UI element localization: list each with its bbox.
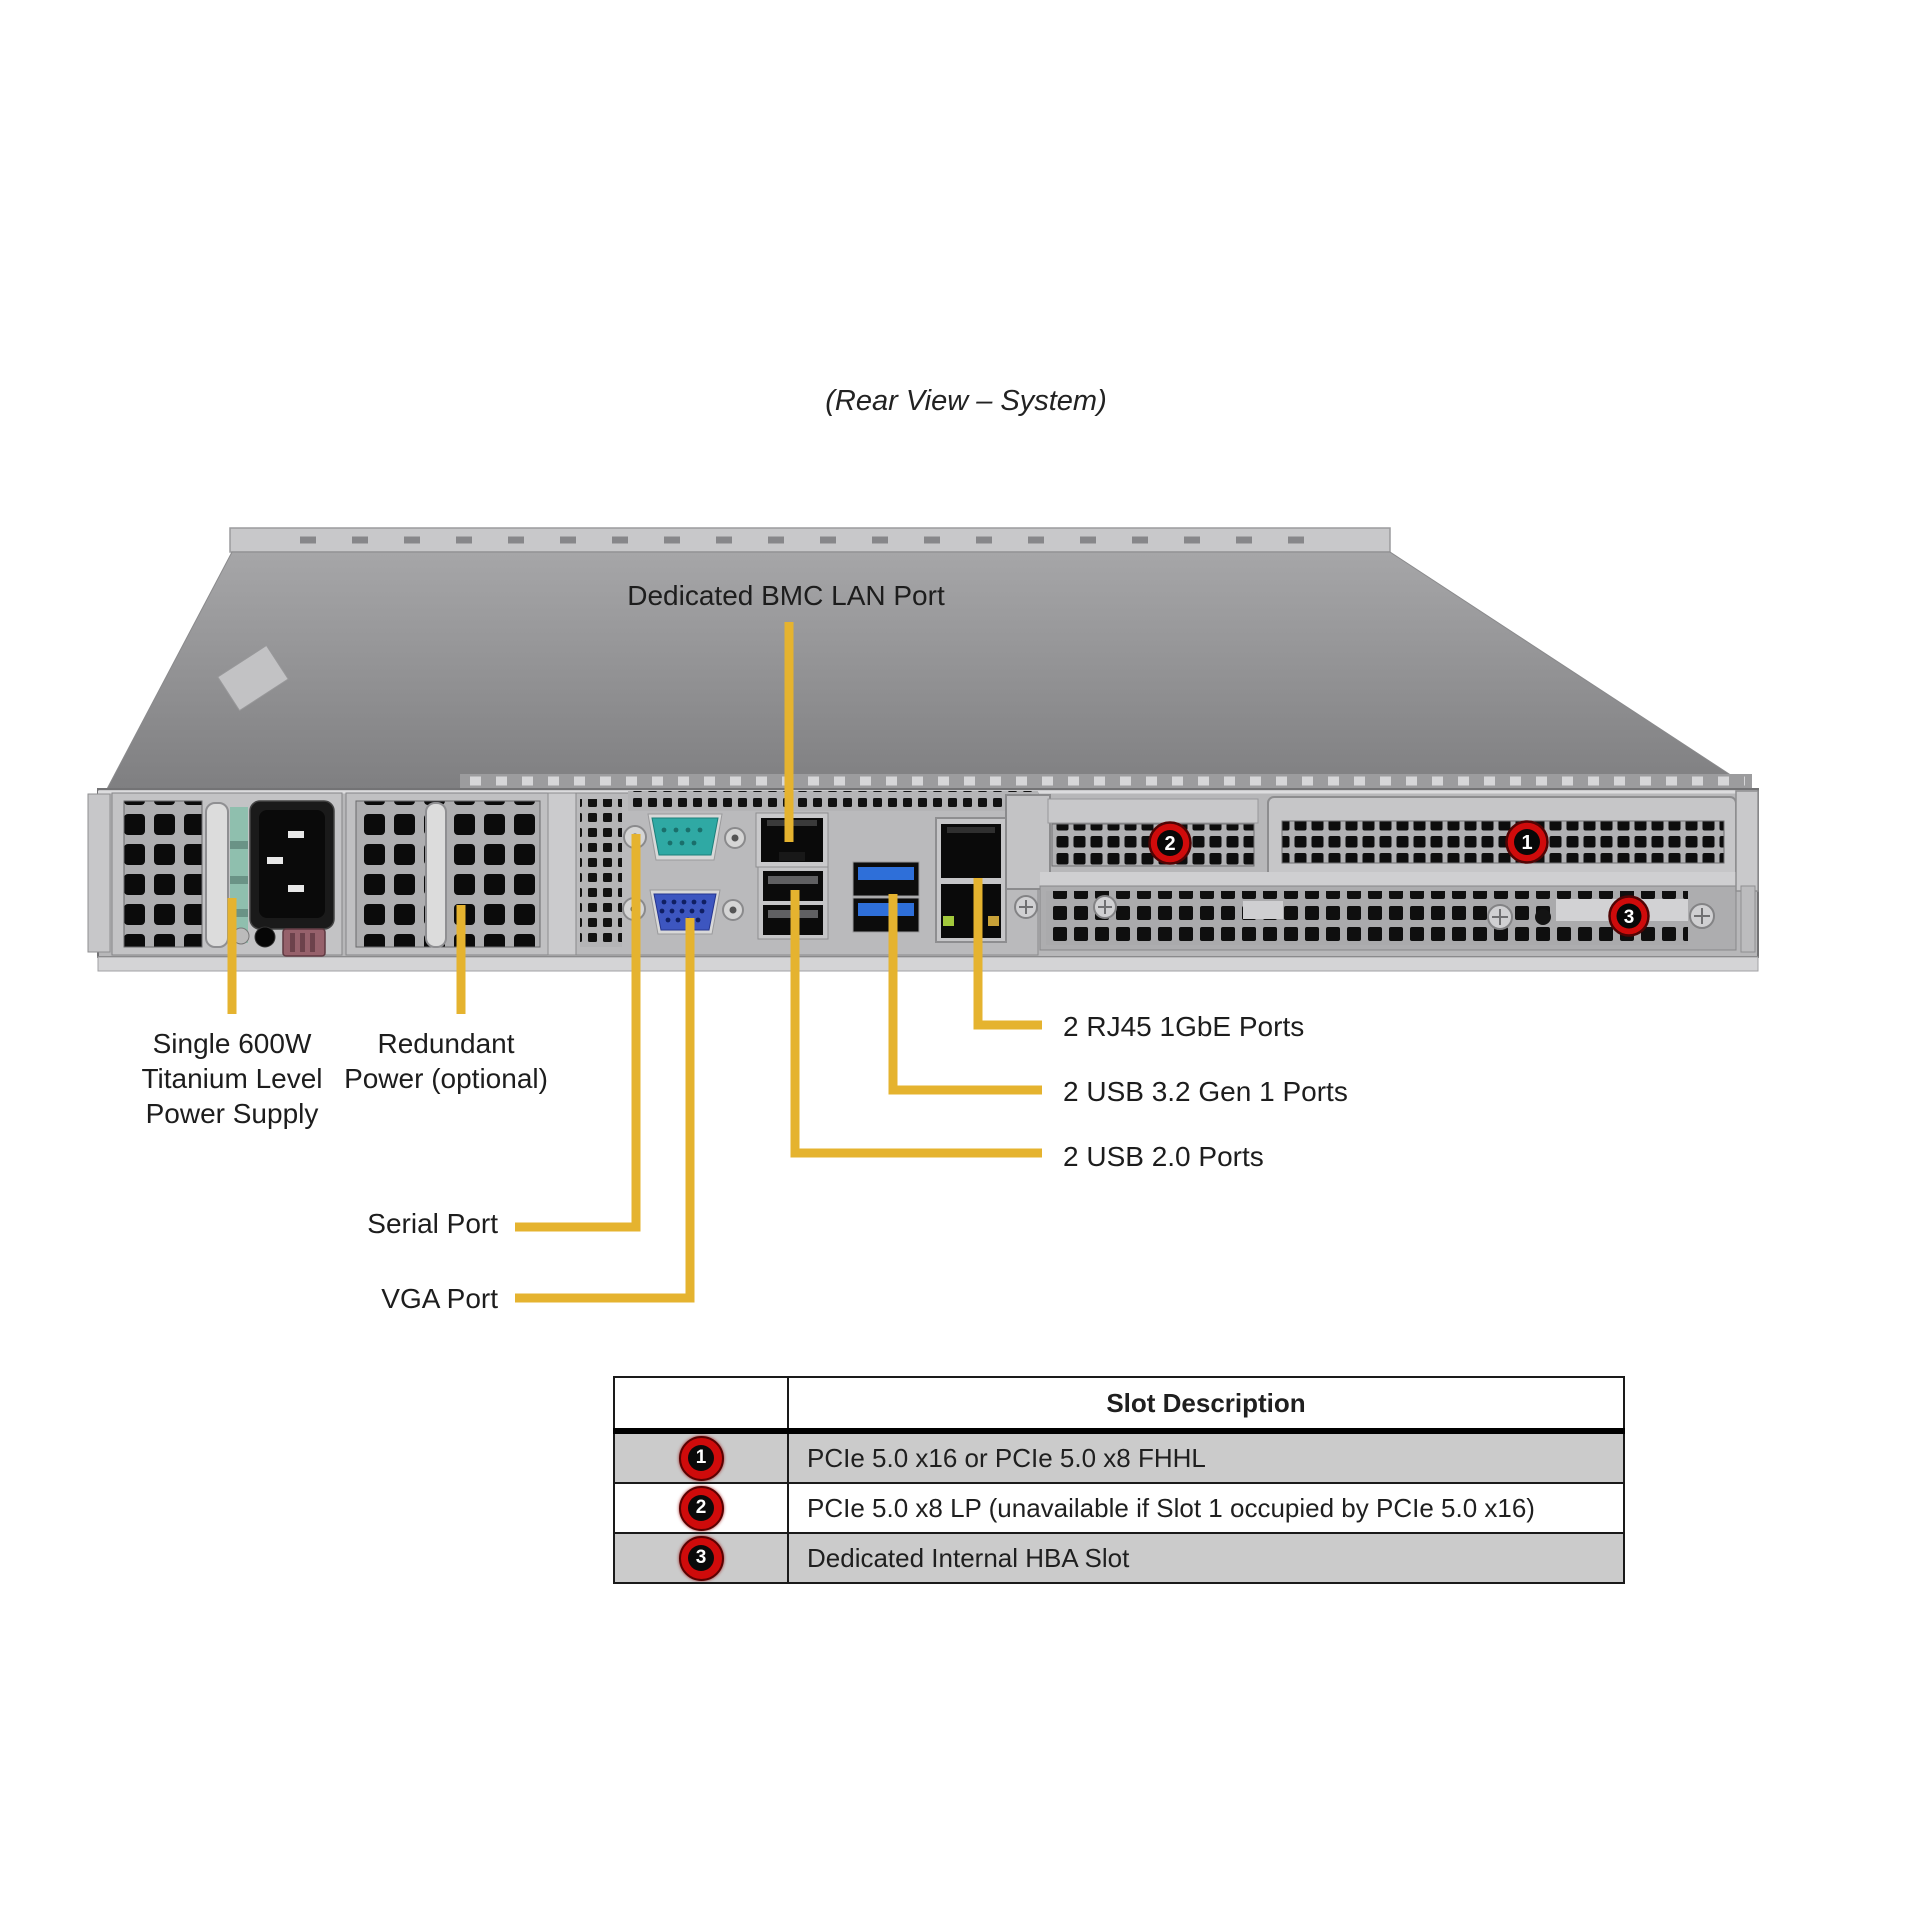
leader-vga [515, 918, 695, 1303]
redundant-bay-handle [425, 802, 447, 948]
table-row: 1 PCIe 5.0 x16 or PCIe 5.0 x8 FHHL [613, 1430, 1625, 1484]
leader-rj45 [973, 878, 1042, 1030]
serial-port [623, 813, 746, 861]
pcie-slot1-grille [1281, 820, 1725, 864]
svg-text:1: 1 [1521, 832, 1532, 854]
redundant-power-label: Redundant Power (optional) [344, 1028, 548, 1094]
slot1-callout-badge: 1 [1505, 820, 1549, 864]
slot2-callout-badge: 2 [1148, 821, 1192, 865]
slot3-callout-badge: 3 [1608, 895, 1650, 937]
redundant-power-bay [345, 792, 577, 956]
slot2-badge: 2 [678, 1485, 724, 1531]
slot2-number-cell: 2 [613, 1482, 789, 1534]
redundant-bay-grille [355, 800, 541, 948]
psu-release-latch [282, 928, 326, 957]
leader-usb20 [790, 890, 1042, 1158]
table-header-empty-cell [613, 1376, 789, 1434]
table-row: 3 Dedicated Internal HBA Slot [613, 1532, 1625, 1584]
svg-text:3: 3 [1624, 907, 1635, 928]
usb3-ports [852, 861, 920, 933]
psu-grille [123, 800, 203, 948]
diagram-title: (Rear View – System) [825, 385, 1107, 417]
leader-serial [515, 834, 641, 1232]
slot1-number: 1 [688, 1445, 714, 1471]
power-supply-module [111, 792, 343, 957]
rj45-label: 2 RJ45 1GbE Ports [1063, 1011, 1305, 1042]
leader-lines [227, 622, 1042, 1303]
slot2-number: 2 [688, 1495, 714, 1521]
io-panel [575, 791, 1039, 956]
table-header-slot-description: Slot Description [787, 1376, 1625, 1434]
slot1-number-cell: 1 [613, 1430, 789, 1484]
slot-callouts: 2 1 3 [1148, 820, 1650, 937]
usb32-label: 2 USB 3.2 Gen 1 Ports [1063, 1076, 1348, 1107]
ac-power-inlet [249, 800, 335, 930]
slot3-badge: 3 [678, 1535, 724, 1581]
slot3-number-cell: 3 [613, 1532, 789, 1584]
gbe-lan-ports [935, 817, 1007, 943]
slot-description-table: Slot Description 1 PCIe 5.0 x16 or PCIe … [613, 1376, 1625, 1584]
serial-port-label: Serial Port [367, 1208, 498, 1239]
slot3-description: Dedicated Internal HBA Slot [787, 1532, 1625, 1584]
chassis-top [106, 527, 1754, 790]
vga-port-label: VGA Port [381, 1283, 498, 1314]
psu-label: Single 600W Titanium Level Power Supply [141, 1028, 323, 1129]
right-mounting-ear [1735, 790, 1759, 892]
slot1-description: PCIe 5.0 x16 or PCIe 5.0 x8 FHHL [787, 1430, 1625, 1484]
table-header-row: Slot Description [613, 1376, 1625, 1434]
slot3-number: 3 [688, 1545, 714, 1571]
svg-text:2: 2 [1164, 833, 1175, 855]
left-mounting-ear [87, 793, 111, 953]
slot1-badge: 1 [678, 1435, 724, 1481]
leader-usb32 [888, 894, 1042, 1095]
psu-handle [205, 802, 229, 948]
slot2-description: PCIe 5.0 x8 LP (unavailable if Slot 1 oc… [787, 1482, 1625, 1534]
bmc-lan-label: Dedicated BMC LAN Port [627, 580, 945, 611]
table-row: 2 PCIe 5.0 x8 LP (unavailable if Slot 1 … [613, 1482, 1625, 1534]
usb20-label: 2 USB 2.0 Ports [1063, 1141, 1264, 1172]
